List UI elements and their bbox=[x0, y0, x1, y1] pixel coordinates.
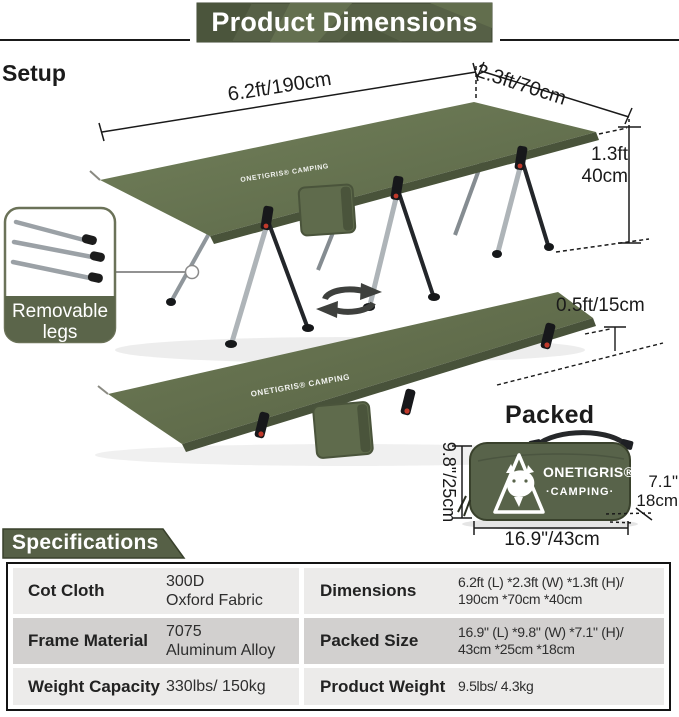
row-value: 300D Oxford Fabric bbox=[166, 573, 263, 609]
title-band-camo bbox=[196, 2, 493, 43]
dimension-lines-packed bbox=[452, 445, 653, 535]
packed-height-dimension-label: 9.8"/25cm bbox=[439, 441, 459, 523]
packed-section-label: Packed bbox=[505, 401, 595, 429]
packed-bag-illustration bbox=[457, 430, 638, 530]
removable-legs-callout bbox=[3, 206, 117, 344]
packed-depth-dimension-label: 7.1" 18cm bbox=[636, 472, 678, 510]
row-label: Dimensions bbox=[320, 581, 417, 600]
packed-length-dimension-label: 16.9"/43cm bbox=[504, 529, 600, 550]
height-dimension-label: 1.3ft 40cm bbox=[572, 144, 628, 188]
table-row-dimensions: Dimensions 6.2ft (L) *2.3ft (W) *1.3ft (… bbox=[304, 568, 664, 614]
row-label: Weight Capacity bbox=[28, 676, 160, 696]
specifications-table: Cot Cloth 300D Oxford Fabric Frame Mater… bbox=[6, 562, 671, 711]
table-row-packed-size: Packed Size 16.9" (L) *9.8" (W) *7.1" (H… bbox=[304, 618, 664, 664]
bag-brand-subtext: ·CAMPING· bbox=[546, 486, 615, 498]
three-removable-leg-poles-icon bbox=[10, 219, 105, 283]
triangle-tiger-emblem-icon bbox=[493, 453, 545, 514]
row-value: 9.5lbs/ 4.3kg bbox=[458, 678, 534, 694]
row-value: 330lbs/ 150kg bbox=[166, 678, 266, 695]
dimension-lines-setup bbox=[98, 61, 650, 253]
removable-legs-label: Removable legs bbox=[11, 301, 109, 343]
low-height-dimension-label: 0.5ft/15cm bbox=[556, 295, 645, 316]
row-value: 7075 Aluminum Alloy bbox=[166, 623, 276, 659]
specifications-band bbox=[2, 528, 186, 559]
height-cm: 40cm bbox=[581, 166, 628, 187]
table-row-product-weight: Product Weight 9.5lbs/ 4.3kg bbox=[304, 668, 664, 705]
leg-lock-brackets bbox=[260, 145, 528, 231]
cot-low-illustration bbox=[95, 292, 605, 466]
bag-brand-text: ONETIGRIS® bbox=[543, 464, 635, 480]
dimension-lines-low bbox=[496, 326, 664, 386]
page-title: Product Dimensions bbox=[211, 7, 478, 37]
setup-section-label: Setup bbox=[2, 60, 66, 86]
folded-leg-brackets bbox=[254, 322, 556, 439]
specifications-header: Specifications bbox=[12, 531, 159, 554]
table-row-frame-material: Frame Material 7075 Aluminum Alloy bbox=[13, 618, 299, 664]
height-ft: 1.3ft bbox=[591, 144, 628, 165]
row-label: Frame Material bbox=[28, 631, 148, 650]
row-label: Packed Size bbox=[320, 631, 419, 650]
row-label: Cot Cloth bbox=[28, 581, 105, 600]
table-row-cot-cloth: Cot Cloth 300D Oxford Fabric bbox=[13, 568, 299, 614]
rotate-arrows-icon bbox=[316, 283, 382, 318]
row-value: 16.9" (L) *9.8" (W) *7.1" (H)/ 43cm *25c… bbox=[458, 624, 624, 657]
table-row-weight-capacity: Weight Capacity 330lbs/ 150kg bbox=[13, 668, 299, 705]
row-label: Product Weight bbox=[320, 676, 446, 696]
row-value: 6.2ft (L) *2.3ft (W) *1.3ft (H)/ 190cm *… bbox=[458, 574, 624, 607]
